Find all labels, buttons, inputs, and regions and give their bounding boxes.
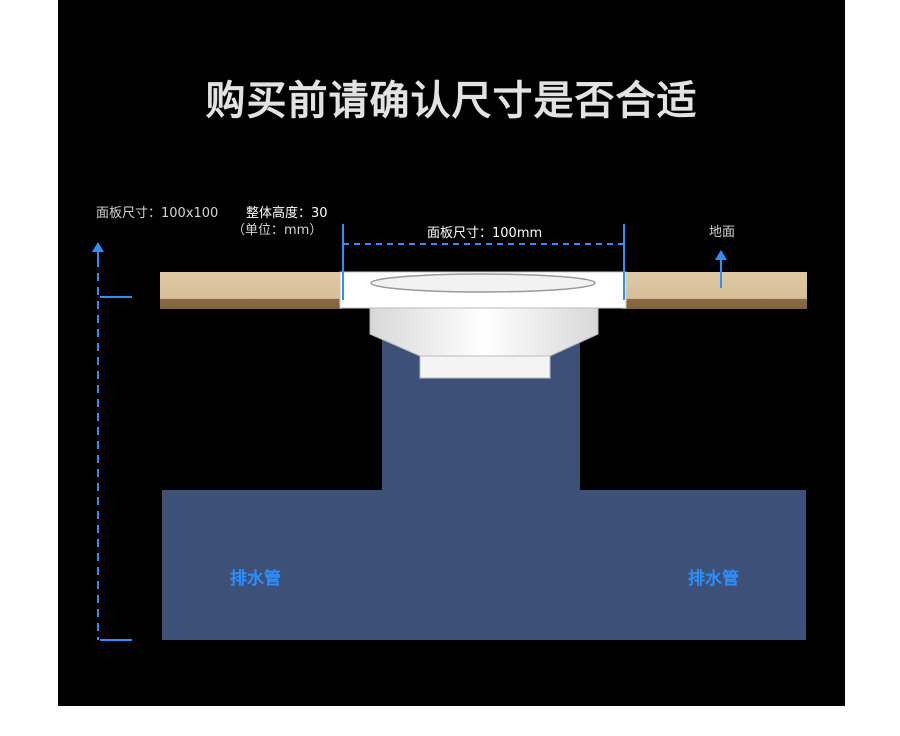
drain-outlet [419,355,551,379]
height-dimension [92,242,132,641]
floor-arrow [715,250,727,288]
panel-size-top-label: 面板尺寸：100mm [427,226,543,241]
drain-pipe [162,330,806,640]
drain-diagram [92,224,807,641]
diagram-panel: 购买前请确认尺寸是否合适 [58,0,845,706]
floor-label: 地面 [709,225,736,240]
unit-label: （单位：mm） [232,223,323,238]
panel-size-left-label: 面板尺寸：100x100 [96,206,219,221]
drain-pipe-label-left: 排水管 [230,569,281,589]
floor-drain [339,271,627,379]
panel-dimension [342,224,625,300]
floor-slab-right [622,272,807,309]
overall-height-label: 整体高度：30 [246,206,328,221]
drain-grate [370,273,596,293]
drain-pipe-label-right: 排水管 [688,569,739,589]
drain-body [369,307,599,357]
floor-slab-left [160,272,342,309]
page-title: 购买前请确认尺寸是否合适 [205,78,698,124]
